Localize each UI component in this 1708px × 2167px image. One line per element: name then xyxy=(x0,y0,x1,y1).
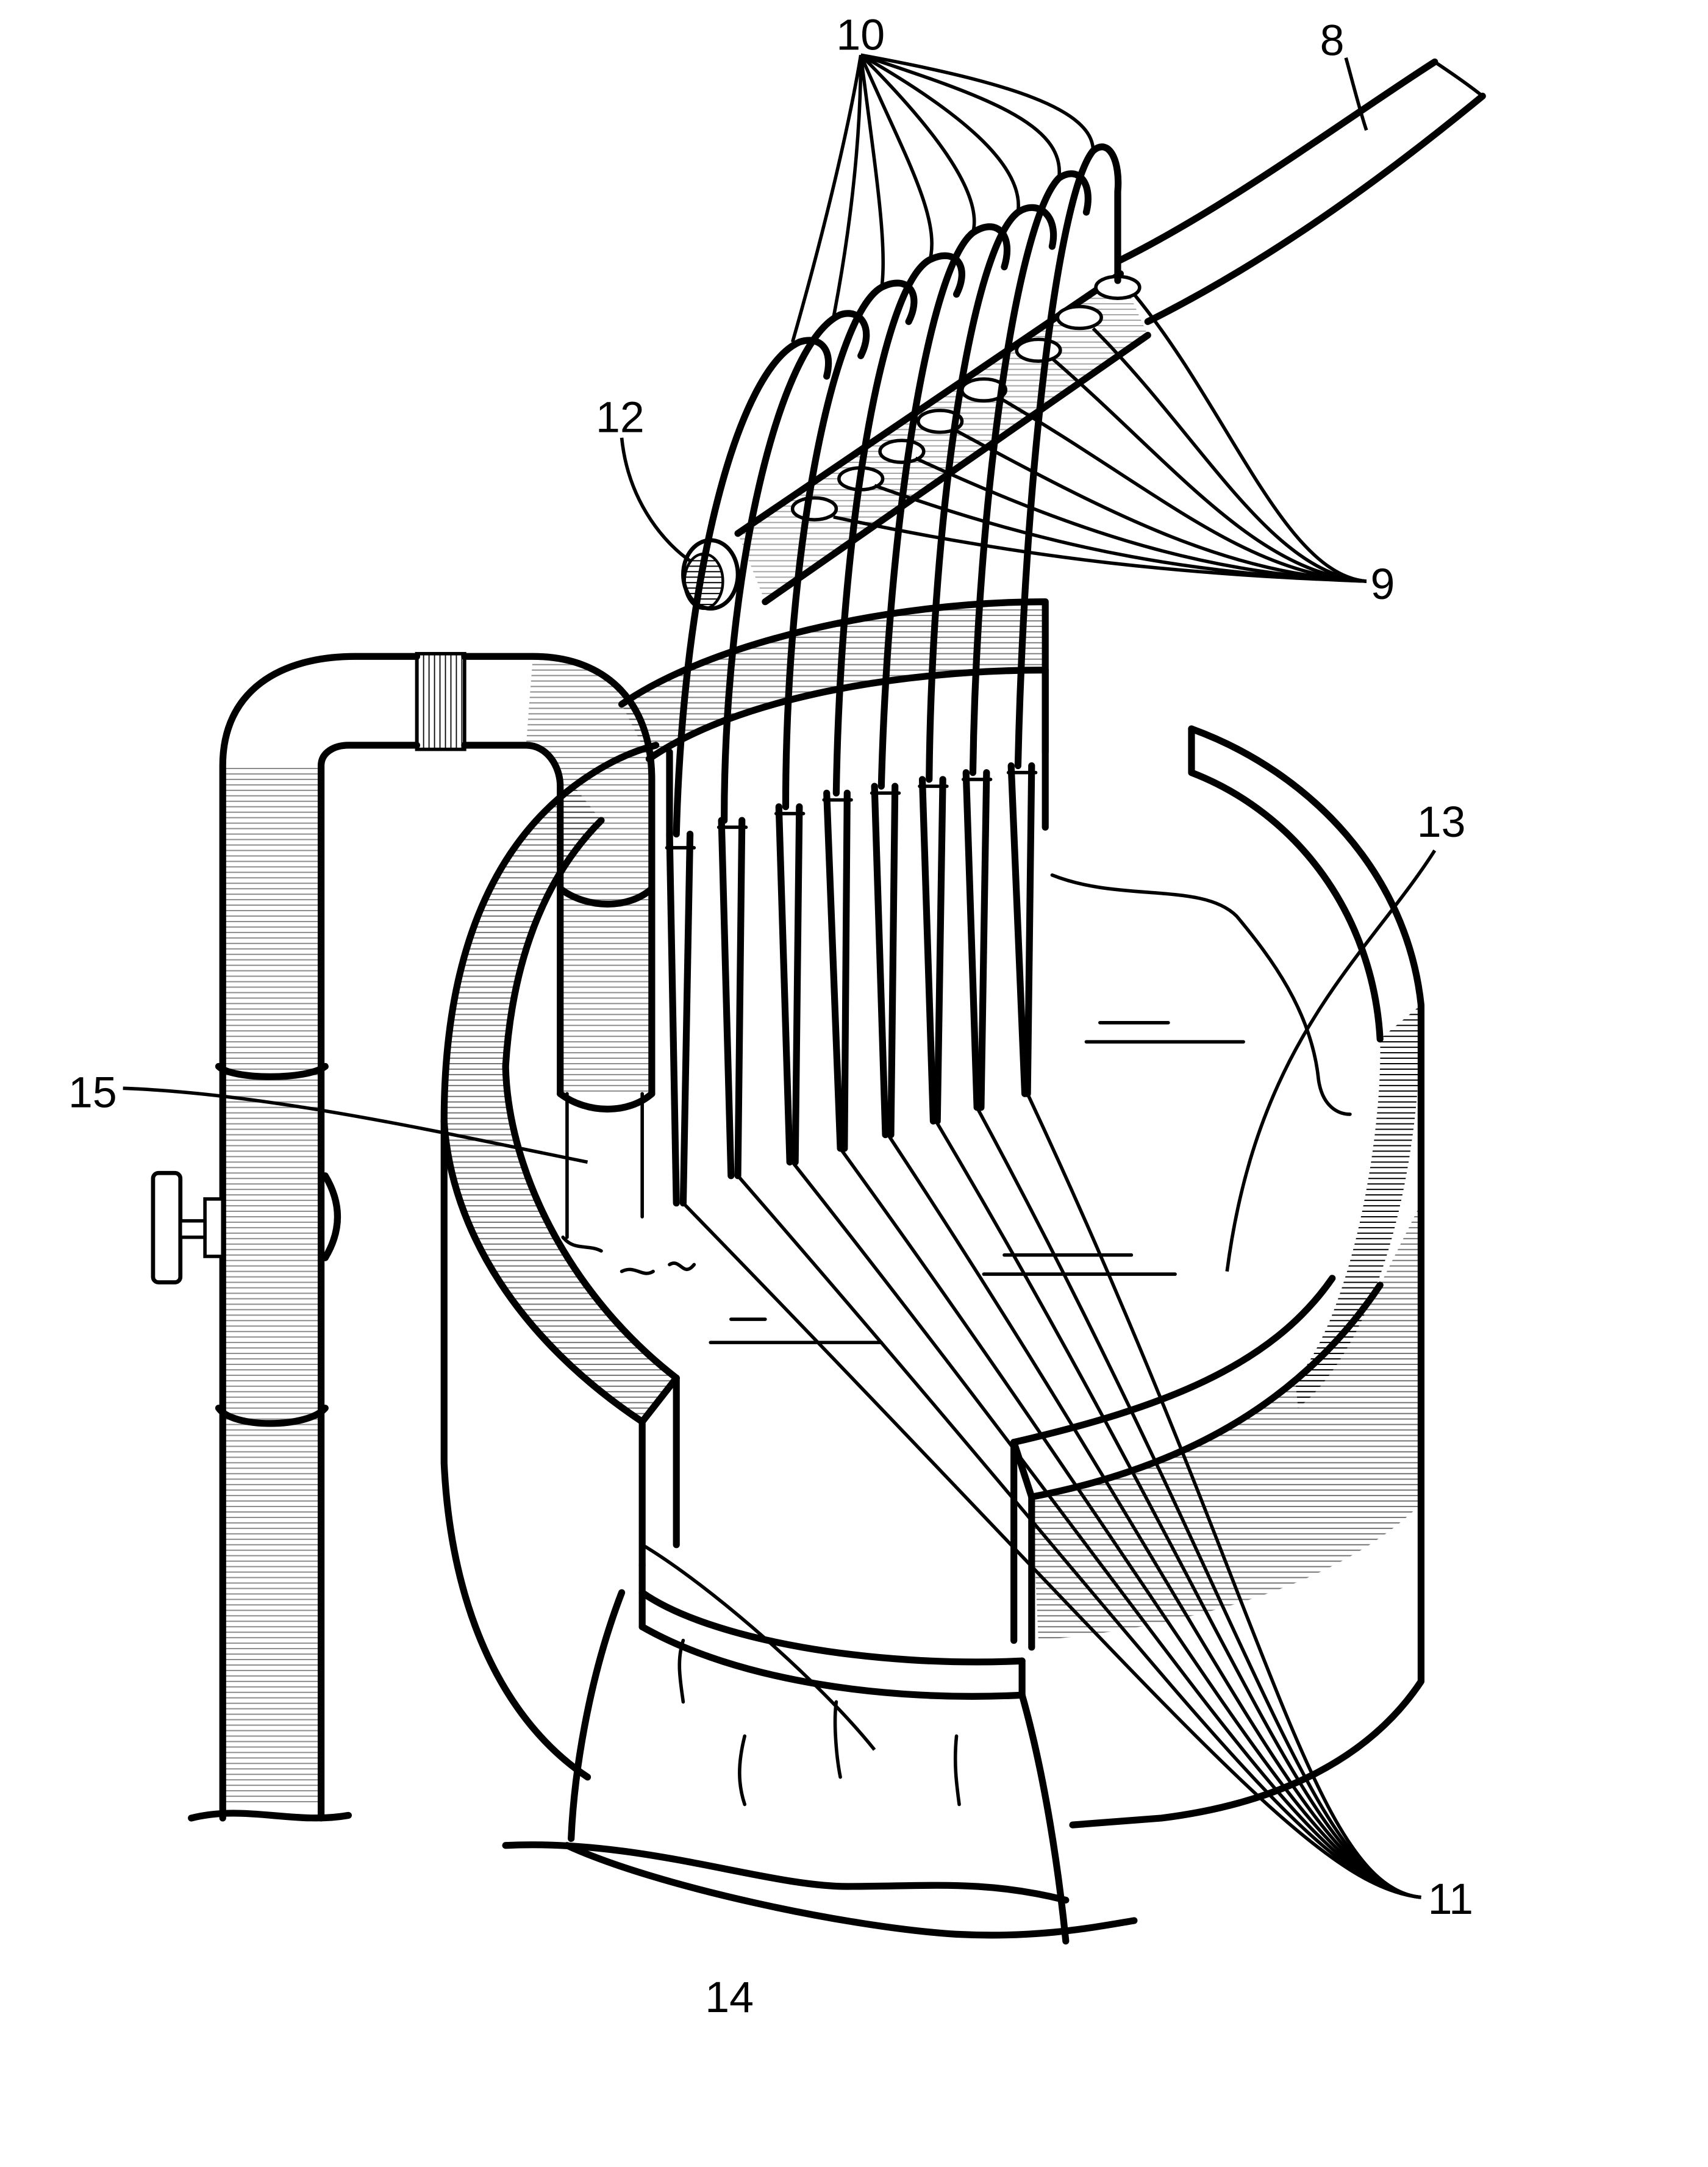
label-12: 12 xyxy=(596,393,645,442)
manifold xyxy=(618,58,1486,851)
water-surface xyxy=(709,1020,1245,1344)
label-14: 14 xyxy=(705,1973,754,2022)
label-8: 8 xyxy=(1320,16,1345,65)
label-15: 15 xyxy=(68,1069,117,1117)
label-13: 13 xyxy=(1417,798,1466,847)
vessel xyxy=(440,725,1425,1945)
label-9: 9 xyxy=(1371,560,1395,609)
needles xyxy=(665,762,1038,1207)
reference-labels: 8 9 10 11 12 13 14 15 xyxy=(68,10,1473,2022)
label-10: 10 xyxy=(836,10,885,59)
siphon-pipe xyxy=(151,651,696,1822)
nipples xyxy=(790,274,1142,521)
tubes xyxy=(673,143,1122,838)
label-11: 11 xyxy=(1428,1875,1473,1924)
leader-lines xyxy=(123,53,1437,1899)
